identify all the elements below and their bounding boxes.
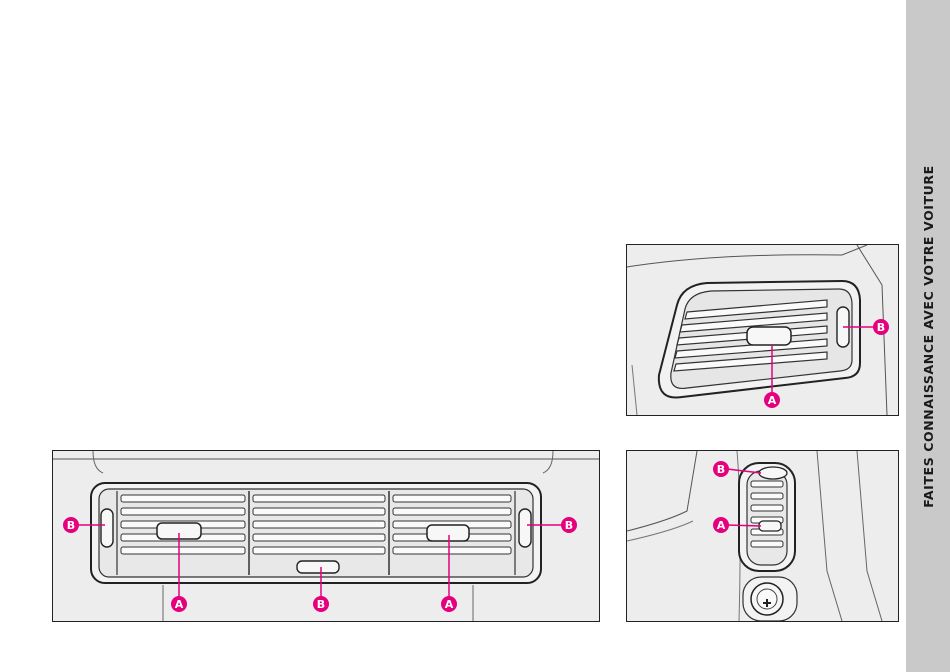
callout-a-left-label: A [175, 598, 184, 611]
callout-b-center-label: B [317, 598, 325, 611]
dashboard-vents-illustration: B A B A B [52, 450, 600, 622]
callout-a-label: A [768, 394, 777, 407]
callout-b-label: B [877, 321, 885, 334]
chapter-side-tab: FAITES CONNAISSANCE AVEC VOTRE VOITURE [906, 0, 950, 672]
chapter-title: FAITES CONNAISSANCE AVEC VOTRE VOITURE [921, 165, 936, 508]
callout-b-label: B [717, 463, 725, 476]
callout-b-left-label: B [67, 519, 75, 532]
callout-a-label: A [717, 519, 726, 532]
center-air-vent-illustration: B A [626, 450, 899, 622]
side-air-vent-illustration: B A [626, 244, 899, 416]
callout-a-right-label: A [445, 598, 454, 611]
callout-b-right-label: B [565, 519, 573, 532]
